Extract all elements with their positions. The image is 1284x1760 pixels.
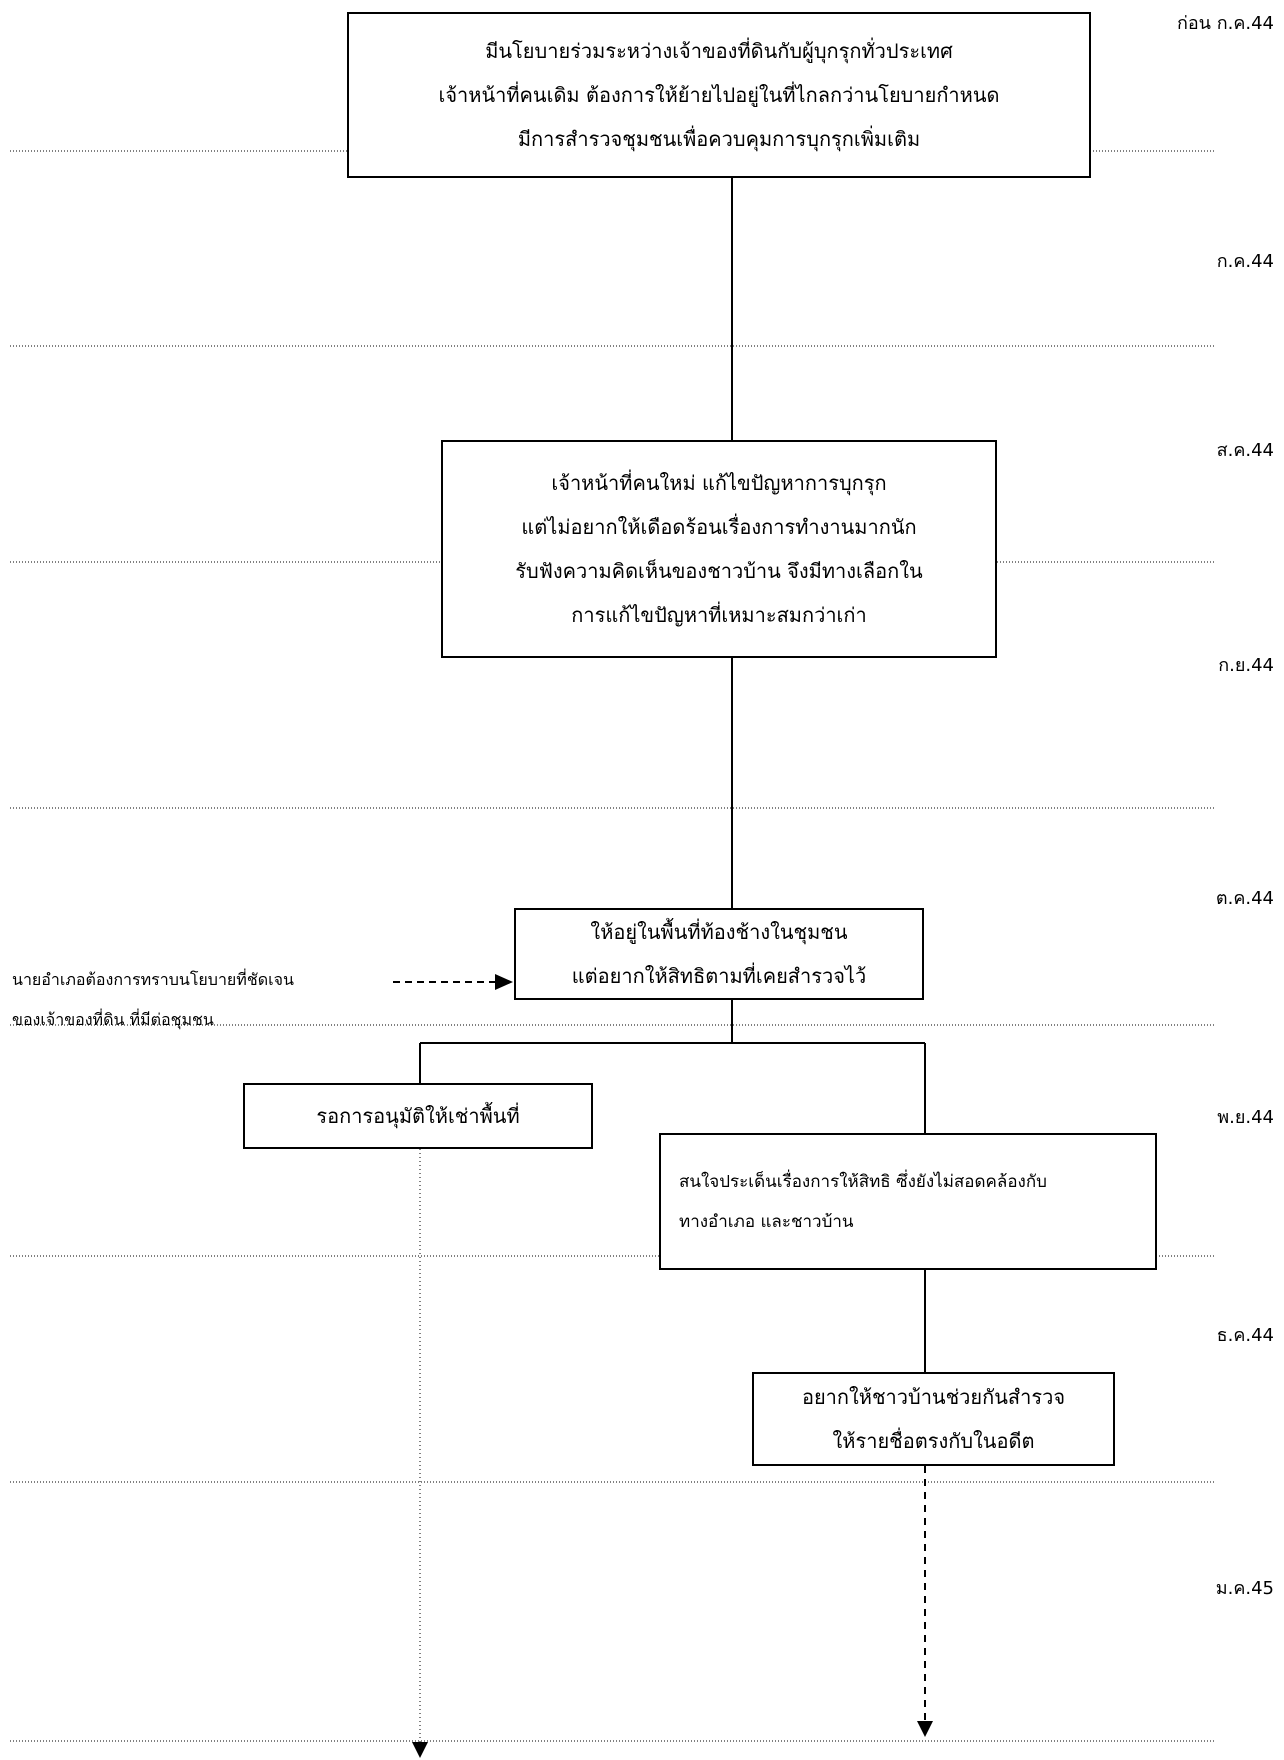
period-label: ก่อน ก.ค.44 [1176,13,1274,34]
period-label: ม.ค.45 [1215,1578,1274,1599]
arrow-head [412,1742,428,1758]
box-line: ทางอำเภอ และชาวบ้าน [679,1211,854,1232]
box-line: แต่อยากให้สิทธิตามที่เคยสำรวจไว้ [571,964,867,988]
box-rights-issue: สนใจประเด็นเรื่องการให้สิทธิ ซึ่งยังไม่ส… [659,1133,1157,1270]
box-line: ให้อยู่ในพื้นที่ท้องช้างในชุมชน [590,920,848,944]
connectors [419,178,926,1372]
box-villagers-survey: อยากให้ชาวบ้านช่วยกันสำรวจ ให้รายชื่อตรง… [752,1372,1115,1466]
box-existing-policy: มีนโยบายร่วมระหว่างเจ้าของที่ดินกับผู้บุ… [347,12,1091,178]
period-label: ก.ค.44 [1216,251,1274,272]
box-line: เจ้าหน้าที่คนเดิม ต้องการให้ย้ายไปอยู่ใน… [438,83,1000,107]
box-line: มีการสำรวจชุมชนเพื่อควบคุมการบุกรุกเพิ่ม… [517,127,921,151]
box-awaiting-lease-approval: รอการอนุมัติให้เช่าพื้นที่ [243,1083,593,1149]
box-line: รอการอนุมัติให้เช่าพื้นที่ [316,1104,520,1128]
box-line: อยากให้ชาวบ้านช่วยกันสำรวจ [801,1385,1066,1409]
box-line: มีนโยบายร่วมระหว่างเจ้าของที่ดินกับผู้บุ… [485,39,953,63]
period-label: ต.ค.44 [1215,888,1274,909]
period-label: ก.ย.44 [1218,655,1274,676]
side-note-line: ของเจ้าของที่ดิน ที่มีต่อชุมชน [12,1010,214,1029]
side-note: นายอำเภอต้องการทราบนโยบายที่ชัดเจน ของเจ… [12,960,294,1040]
box-new-official: เจ้าหน้าที่คนใหม่ แก้ไขปัญหาการบุกรุก แต… [441,440,997,658]
box-stay-in-area: ให้อยู่ในพื้นที่ท้องช้างในชุมชน แต่อยากใ… [514,908,924,1000]
period-label: ส.ค.44 [1216,440,1274,461]
box-line: แต่ไม่อยากให้เดือดร้อนเรื่องการทำงานมากน… [521,515,917,539]
period-label: ธ.ค.44 [1216,1325,1274,1346]
box-line: เจ้าหน้าที่คนใหม่ แก้ไขปัญหาการบุกรุก [551,471,887,495]
arrow-head [495,974,513,990]
side-note-line: นายอำเภอต้องการทราบนโยบายที่ชัดเจน [12,970,294,989]
arrow-head [917,1721,933,1737]
box-line: รับฟังความคิดเห็นของชาวบ้าน จึงมีทางเลือ… [515,559,923,583]
box-line: ให้รายชื่อตรงกับในอดีต [832,1429,1035,1453]
period-label: พ.ย.44 [1217,1107,1274,1128]
box-line: สนใจประเด็นเรื่องการให้สิทธิ ซึ่งยังไม่ส… [679,1171,1047,1192]
box-line: การแก้ไขปัญหาที่เหมาะสมกว่าเก่า [571,603,867,627]
